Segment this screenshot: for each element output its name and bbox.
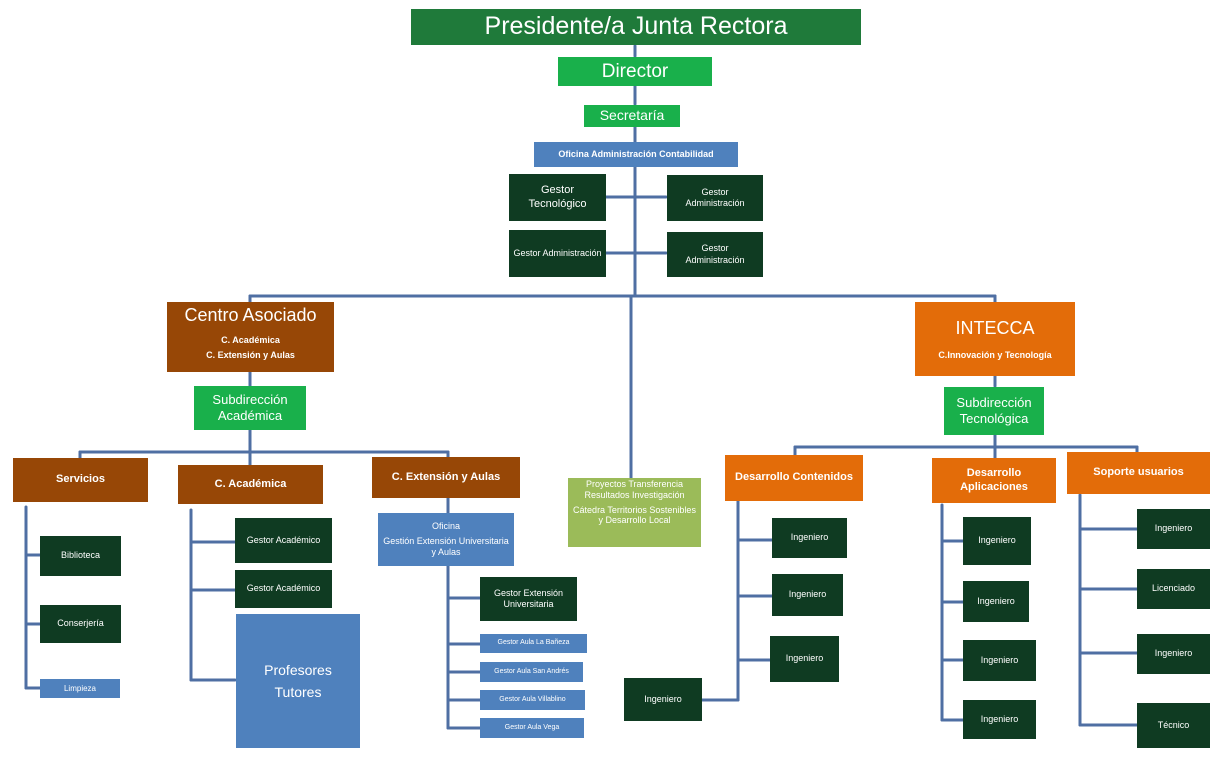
- intecca-node: INTECCA C.Innovación y Tecnología: [915, 302, 1075, 376]
- ingeniero-label: Ingeniero: [977, 595, 1015, 606]
- biblioteca-label: Biblioteca: [60, 550, 101, 561]
- subdireccion-tecnologica-label: Subdirección Tecnológica: [956, 394, 1032, 426]
- gestor-administracion-node: Gestor Administración: [509, 230, 606, 277]
- ingeniero-node: Ingeniero: [1137, 634, 1210, 674]
- secretaria-node: Secretaría: [584, 105, 680, 127]
- profesores-tutores-label: Profesores Tutores: [264, 661, 332, 700]
- licenciado-node: Licenciado: [1137, 569, 1210, 609]
- ingeniero-label: Ingeniero: [1154, 523, 1193, 534]
- gestor-aula-node: Gestor Aula La Bañeza: [480, 634, 587, 653]
- soporte-usuarios-node: Soporte usuarios: [1067, 452, 1210, 494]
- oficina-gestion-extension-body: Gestión Extensión Universitaria y Aulas: [383, 535, 509, 558]
- desarrollo-contenidos-label: Desarrollo Contenidos: [735, 471, 853, 484]
- c-extension-aulas-label: C. Extensión y Aulas: [391, 470, 501, 483]
- gestor-administracion-label: Gestor Administración: [513, 247, 602, 258]
- gestor-academico-label: Gestor Académico: [246, 534, 321, 545]
- ingeniero-label: Ingeniero: [644, 693, 682, 704]
- c-academica-label: C. Académica: [214, 477, 287, 490]
- ingeniero-label: Ingeniero: [790, 532, 829, 543]
- conserjeria-label: Conserjería: [57, 618, 104, 629]
- ingeniero-label: Ingeniero: [1154, 648, 1193, 659]
- ingeniero-node: Ingeniero: [963, 640, 1036, 681]
- proyectos-catedra-node: Proyectos Transferencia Resultados Inves…: [568, 478, 701, 547]
- centro-asociado-node: Centro Asociado C. Académica C. Extensió…: [167, 302, 334, 372]
- ingeniero-node: Ingeniero: [770, 636, 839, 682]
- profesores-tutores-node: Profesores Tutores: [236, 614, 360, 748]
- president-node: Presidente/a Junta Rectora: [411, 9, 861, 45]
- secretaria-label: Secretaría: [599, 107, 665, 124]
- ingeniero-node: Ingeniero: [963, 517, 1031, 565]
- catedra-line: Cátedra Territorios Sostenibles y Desarr…: [573, 504, 696, 526]
- ingeniero-label: Ingeniero: [785, 653, 824, 664]
- desarrollo-aplicaciones-label: Desarrollo Aplicaciones: [960, 466, 1028, 493]
- ingeniero-label: Ingeniero: [978, 535, 1016, 546]
- servicios-node: Servicios: [13, 458, 148, 502]
- desarrollo-contenidos-node: Desarrollo Contenidos: [725, 455, 863, 501]
- president-label: Presidente/a Junta Rectora: [484, 12, 788, 41]
- ingeniero-node: Ingeniero: [772, 574, 843, 616]
- gestor-aula-node: Gestor Aula Vega: [480, 718, 584, 738]
- oficina-administracion-label: Oficina Administración Contabilidad: [558, 148, 714, 159]
- centro-asociado-line2: C. Extensión y Aulas: [206, 349, 295, 360]
- tecnico-node: Técnico: [1137, 703, 1210, 748]
- intecca-title: INTECCA: [955, 318, 1035, 339]
- oficina-gestion-extension-node: Oficina Gestión Extensión Universitaria …: [378, 513, 514, 566]
- proyectos-line2: Resultados Investigación: [584, 489, 685, 500]
- c-academica-node: C. Académica: [178, 465, 323, 504]
- proyectos-line1: Proyectos Transferencia: [585, 479, 684, 489]
- subdireccion-academica-label: Subdirección Académica: [212, 391, 288, 423]
- centro-asociado-line1: C. Académica: [221, 334, 280, 345]
- gestor-administracion-node: Gestor Administración: [667, 175, 763, 221]
- ingeniero-label: Ingeniero: [980, 654, 1019, 665]
- gestor-academico-node: Gestor Académico: [235, 570, 332, 608]
- limpieza-label: Limpieza: [63, 683, 96, 693]
- centro-asociado-title: Centro Asociado: [184, 305, 317, 325]
- subdireccion-academica-node: Subdirección Académica: [194, 386, 306, 430]
- ingeniero-node: Ingeniero: [963, 700, 1036, 739]
- gestor-aula-node: Gestor Aula Villablino: [480, 690, 585, 710]
- ingeniero-label: Ingeniero: [788, 589, 827, 600]
- subdireccion-tecnologica-node: Subdirección Tecnológica: [944, 387, 1044, 435]
- ingeniero-node: Ingeniero: [624, 678, 702, 721]
- oficina-gestion-extension-title: Oficina: [431, 520, 460, 531]
- gestor-academico-node: Gestor Académico: [235, 518, 332, 563]
- gestor-extension-universitaria-node: Gestor Extensión Universitaria: [480, 577, 577, 621]
- gestor-aula-label: Gestor Aula Vega: [504, 723, 560, 731]
- gestor-aula-label: Gestor Aula San Andrés: [494, 667, 569, 675]
- licenciado-label: Licenciado: [1151, 583, 1196, 594]
- c-extension-aulas-node: C. Extensión y Aulas: [372, 457, 520, 498]
- gestor-administracion-label: Gestor Administración: [685, 186, 745, 208]
- gestor-extension-universitaria-label: Gestor Extensión Universitaria: [493, 587, 564, 609]
- ingeniero-node: Ingeniero: [963, 581, 1029, 622]
- director-node: Director: [558, 57, 712, 86]
- director-label: Director: [601, 60, 669, 82]
- gestor-administracion-label: Gestor Administración: [685, 243, 745, 265]
- servicios-label: Servicios: [56, 473, 105, 486]
- ingeniero-label: Ingeniero: [980, 713, 1019, 724]
- ingeniero-node: Ingeniero: [772, 518, 847, 558]
- biblioteca-node: Biblioteca: [40, 536, 121, 576]
- gestor-aula-node: Gestor Aula San Andrés: [480, 662, 583, 682]
- conserjeria-node: Conserjería: [40, 605, 121, 643]
- limpieza-node: Limpieza: [40, 679, 120, 698]
- intecca-subtitle: C.Innovación y Tecnología: [938, 349, 1052, 360]
- tecnico-label: Técnico: [1157, 719, 1190, 730]
- gestor-tecnologico-node: Gestor Tecnológico: [509, 174, 606, 221]
- gestor-aula-label: Gestor Aula Villablino: [499, 695, 566, 703]
- gestor-administracion-node: Gestor Administración: [667, 232, 763, 277]
- gestor-tecnologico-label: Gestor Tecnológico: [528, 183, 587, 210]
- oficina-administracion-node: Oficina Administración Contabilidad: [534, 142, 738, 167]
- ingeniero-node: Ingeniero: [1137, 509, 1210, 549]
- soporte-usuarios-label: Soporte usuarios: [1093, 466, 1184, 479]
- gestor-academico-label: Gestor Académico: [246, 583, 321, 594]
- gestor-aula-label: Gestor Aula La Bañeza: [497, 639, 570, 647]
- desarrollo-aplicaciones-node: Desarrollo Aplicaciones: [932, 458, 1056, 503]
